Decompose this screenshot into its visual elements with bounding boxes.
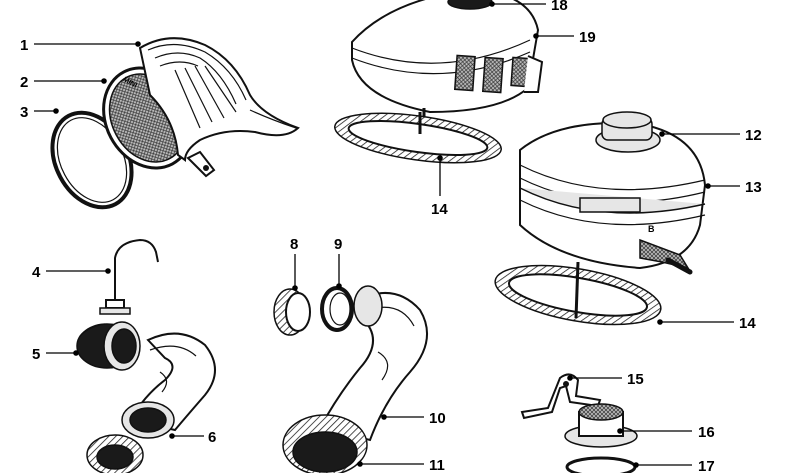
bracket-part-15 xyxy=(520,373,602,420)
callout-13: 13 xyxy=(705,179,762,196)
callout-label: 1 xyxy=(20,37,28,54)
air-filter-housing-part-13: B xyxy=(519,122,707,275)
callout-12: 12 xyxy=(659,127,762,144)
gasket-part-14-top xyxy=(334,112,502,164)
air-filter-housing-part-19 xyxy=(351,0,544,128)
callout-16: 16 xyxy=(617,424,715,441)
callout-label: 14 xyxy=(739,315,756,332)
callout-label: 17 xyxy=(698,458,715,473)
filter-housing-stamp: B xyxy=(648,224,655,234)
callout-19: 19 xyxy=(533,29,596,46)
callout-8: 8 xyxy=(290,236,298,291)
callout-label: 8 xyxy=(290,236,298,253)
callout-label: 3 xyxy=(20,104,28,121)
callout-9: 9 xyxy=(334,236,342,289)
callout-3: 3 xyxy=(20,104,59,121)
mesh-cap-part-16 xyxy=(564,403,638,448)
callout-2: 2 xyxy=(20,74,107,91)
callout-4: 4 xyxy=(32,264,111,281)
callout-label: 11 xyxy=(429,457,445,473)
intake-horn-part-1 xyxy=(138,37,300,178)
callout-6: 6 xyxy=(169,429,216,446)
thin-ring-part-9 xyxy=(320,286,354,332)
gasket-part-14-right xyxy=(494,261,662,326)
callout-15: 15 xyxy=(567,371,644,388)
callout-11: 11 xyxy=(357,457,445,473)
callout-label: 12 xyxy=(745,127,762,144)
lower-coupler xyxy=(86,434,144,473)
filler-cap-part-12 xyxy=(595,111,661,153)
callout-14-right: 14 xyxy=(657,315,756,332)
callout-label: 14 xyxy=(431,201,448,218)
callout-17: 17 xyxy=(633,458,715,473)
clamp-ring-part-8 xyxy=(273,288,311,336)
wire-bracket-part-4 xyxy=(99,238,159,315)
callout-label: 16 xyxy=(698,424,715,441)
callout-label: 9 xyxy=(334,236,342,253)
callout-label: 15 xyxy=(627,371,644,388)
callout-label: 4 xyxy=(32,264,41,281)
callout-label: 6 xyxy=(208,429,216,446)
wing-nut-part-18 xyxy=(447,0,493,10)
callout-label: 18 xyxy=(551,0,568,14)
callout-18: 18 xyxy=(489,0,568,14)
hose-part-6 xyxy=(121,332,216,439)
callout-14-top: 14 xyxy=(431,155,448,218)
callout-label: 19 xyxy=(579,29,596,46)
callout-5: 5 xyxy=(32,346,79,363)
callout-1: 1 xyxy=(20,37,141,54)
mesh-sleeve-part-11 xyxy=(282,414,368,473)
ring-part-17 xyxy=(565,456,637,473)
callout-label: 10 xyxy=(429,410,446,427)
callout-label: 5 xyxy=(32,346,40,363)
callout-10: 10 xyxy=(381,410,446,427)
s-hose-part-10 xyxy=(318,285,428,442)
callout-label: 2 xyxy=(20,74,28,91)
callout-label: 13 xyxy=(745,179,762,196)
rubber-coupler-part-5 xyxy=(76,321,141,371)
